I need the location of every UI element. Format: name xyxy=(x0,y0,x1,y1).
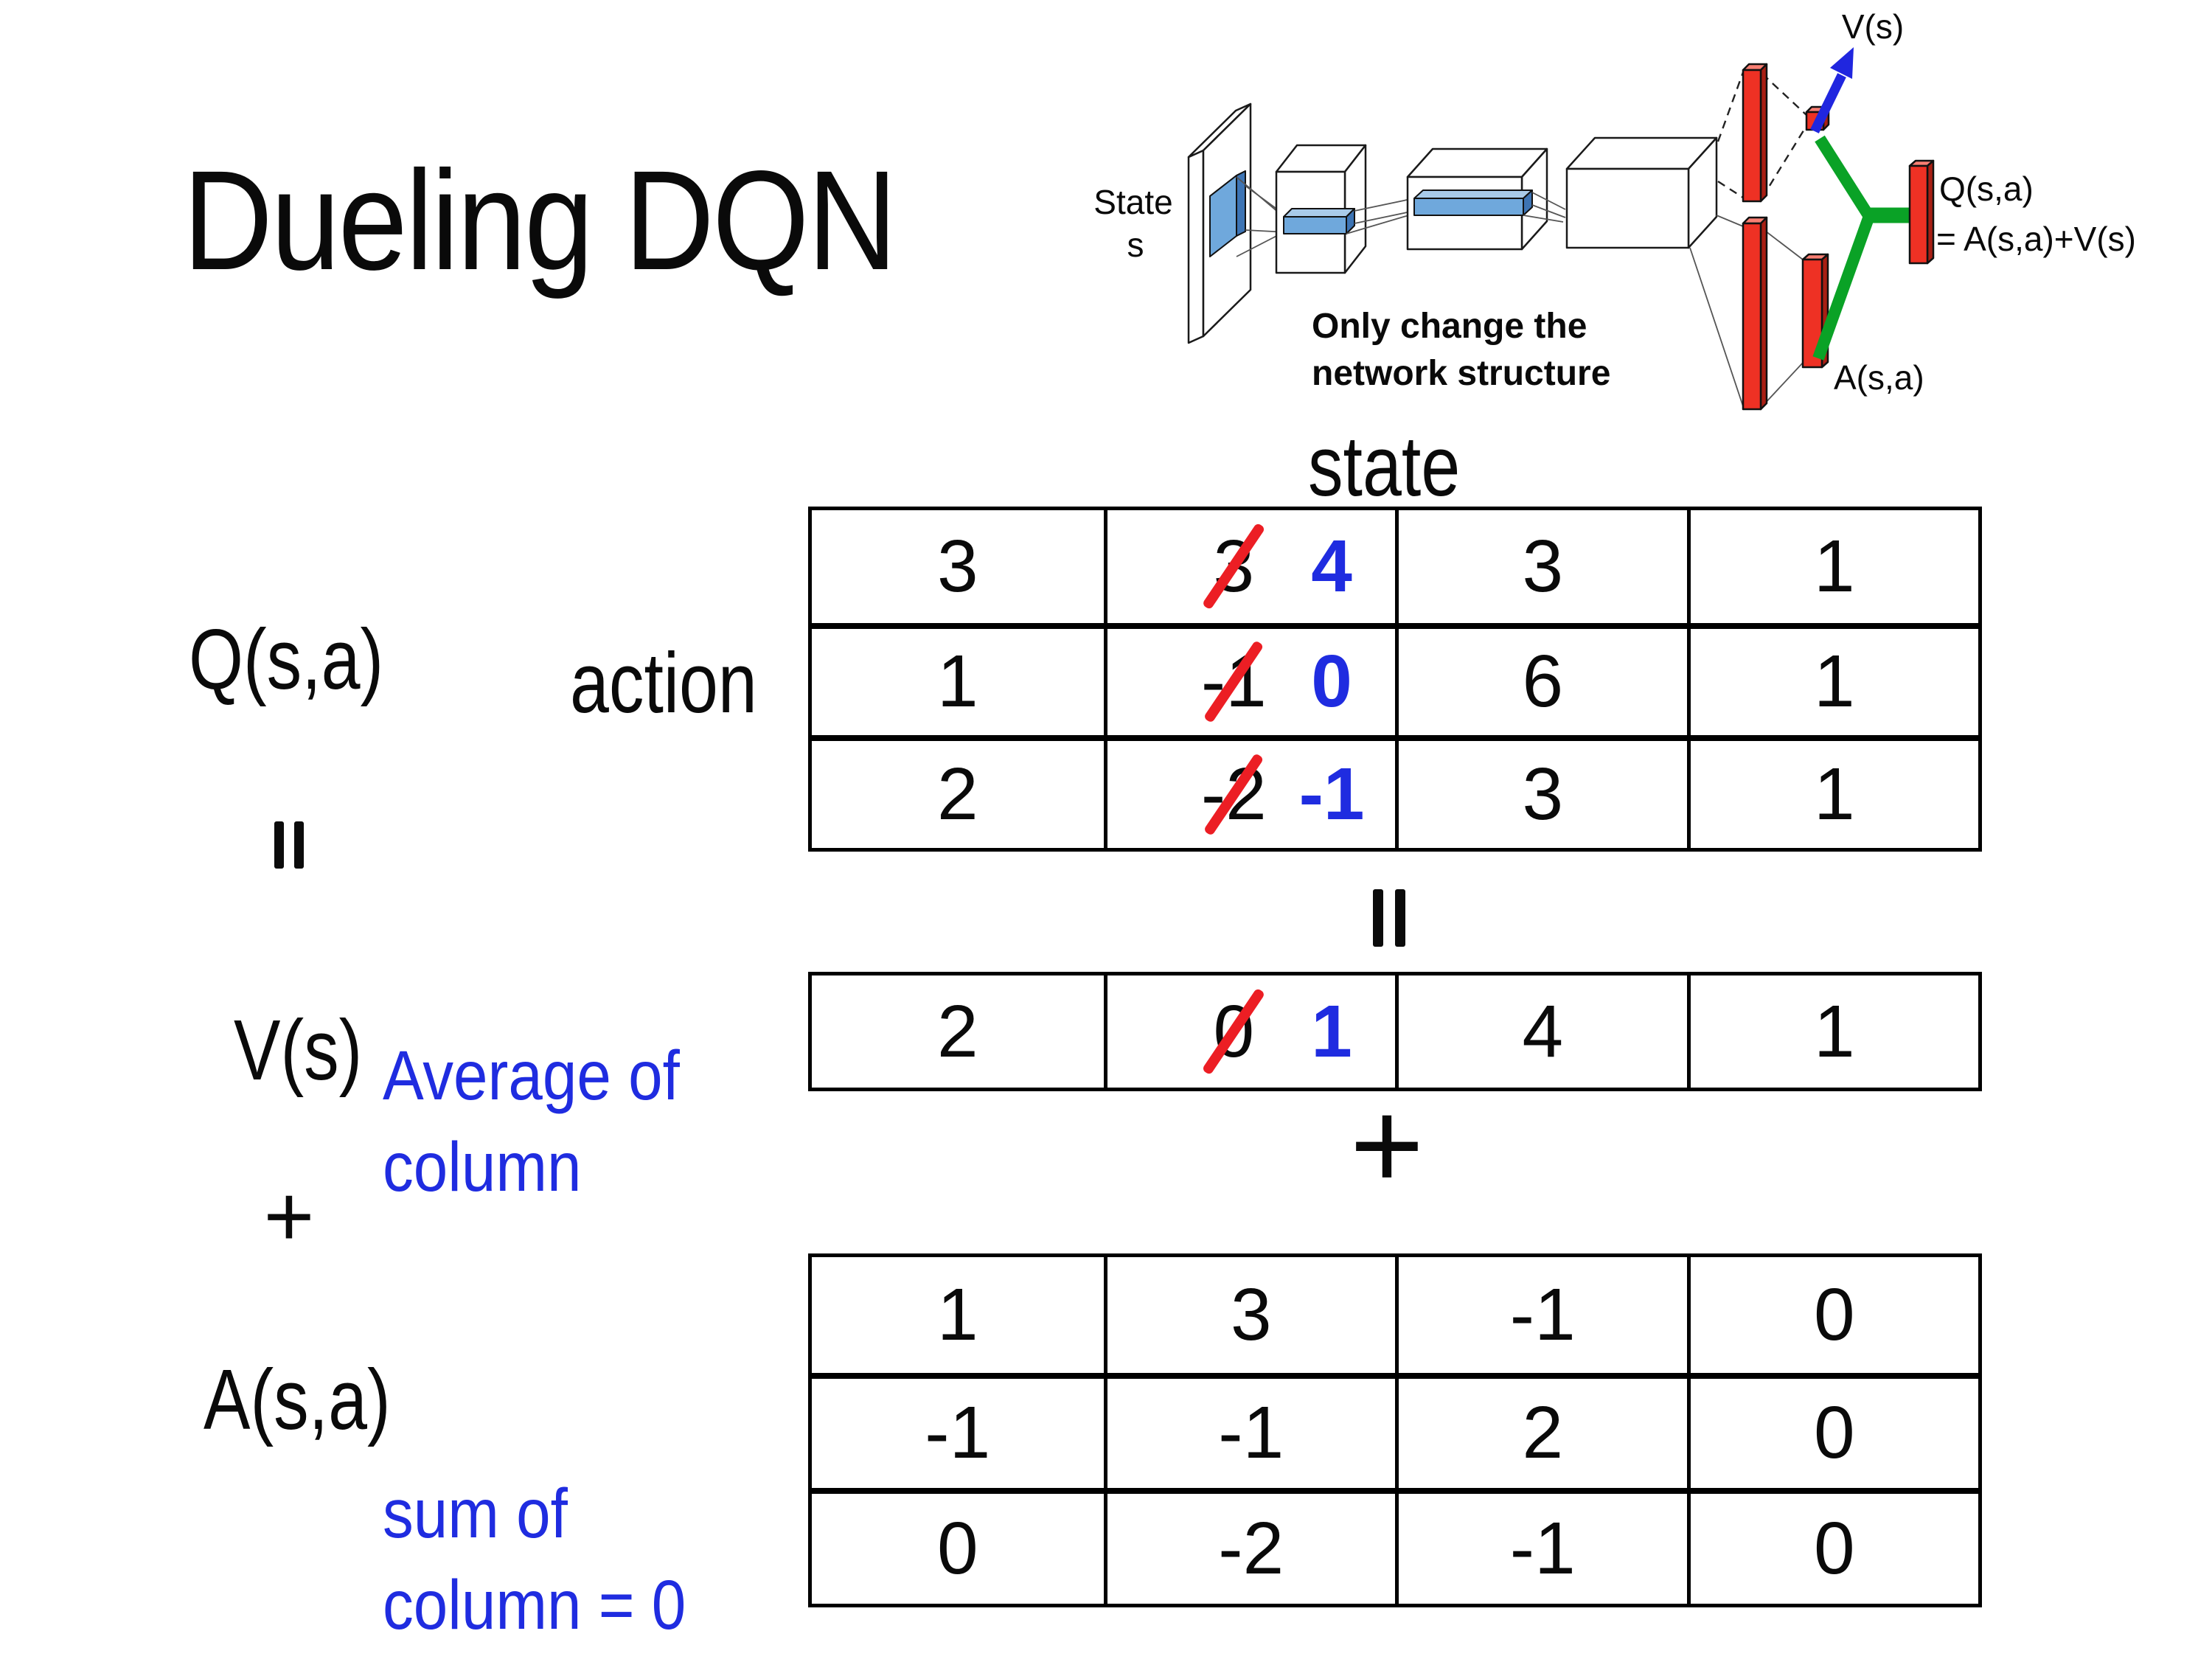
plus-sign-left: + xyxy=(263,1168,315,1265)
diagram-note-line1: Only change the xyxy=(1312,307,1587,346)
average-of-column-note: Average of column xyxy=(383,1031,680,1213)
a-matrix-label: A(s,a) xyxy=(204,1352,391,1447)
feature-map-1 xyxy=(1283,208,1355,234)
fc-bar-value xyxy=(1742,63,1768,203)
q-cell-struck: -2 -1 xyxy=(1103,735,1395,848)
q-cell: 1 xyxy=(1686,622,1978,736)
a-cell: 1 xyxy=(936,1273,978,1356)
conv-lines-3 xyxy=(1523,192,1566,223)
q-cell: 1 xyxy=(1686,510,1979,623)
plus-sign-center: + xyxy=(1349,1074,1425,1216)
sum-of-column-note: sum of column = 0 xyxy=(383,1469,686,1651)
q-cell-struck: -1 0 xyxy=(1103,622,1395,736)
q-cell: 3 xyxy=(1395,510,1687,623)
a-cell: 0 xyxy=(812,1488,1104,1604)
q-value-table: 3 3 4 3 1 1 -1 0 6 1 2 -2 -1 3 1 xyxy=(808,507,1982,852)
a-cell: 0 xyxy=(1686,1257,1979,1373)
diagram-s-label: s xyxy=(1127,226,1144,264)
average-note-line2: column xyxy=(383,1127,582,1206)
a-cell: -1 xyxy=(1395,1488,1687,1604)
equals-sign-rotated-center xyxy=(1373,889,1405,947)
q-cell: 1 xyxy=(1686,735,1978,848)
v-output-arrow xyxy=(1810,47,1854,133)
q-cell: 1 xyxy=(812,622,1104,736)
new-value: 0 xyxy=(1311,640,1352,723)
action-axis-label: action xyxy=(570,635,757,731)
diagram-note-line2: network structure xyxy=(1312,354,1610,393)
conv-patch xyxy=(1209,170,1246,257)
a-cell: 0 xyxy=(1686,1372,1978,1489)
q-cell: 3 xyxy=(1395,735,1687,848)
q-matrix-label: Q(s,a) xyxy=(189,611,384,707)
equals-sign-rotated-left xyxy=(274,821,304,869)
v-cell: 1 xyxy=(1686,975,1979,1088)
advantage-stream-links xyxy=(1689,215,1804,407)
a-cell: -1 xyxy=(1103,1372,1395,1489)
q-cell: 6 xyxy=(1395,622,1687,736)
dueling-network-diagram: State s xyxy=(1093,7,2136,411)
fc-bar-advantage xyxy=(1742,216,1768,411)
diagram-v-output-label: V(s) xyxy=(1842,7,1904,46)
diagram-state-label: State xyxy=(1093,183,1172,221)
page-title: Dueling DQN xyxy=(183,141,897,299)
v-cell: 4 xyxy=(1395,975,1687,1088)
diagram-q-formula-label: = A(s,a)+V(s) xyxy=(1936,220,2136,258)
q-cell: 2 xyxy=(812,735,1104,848)
diagram-q-output-label: Q(s,a) xyxy=(1939,170,2034,208)
sum-note-line1: sum of xyxy=(383,1475,568,1553)
value-stream-links xyxy=(1717,72,1807,199)
v-value-table: 2 0 1 4 1 xyxy=(808,972,1982,1091)
merge-y-connector xyxy=(1812,135,1910,361)
v-row-label: V(s) xyxy=(234,1002,363,1098)
a-cell: 2 xyxy=(1395,1372,1687,1489)
a-cell: 0 xyxy=(1686,1488,1978,1604)
a-cell: -1 xyxy=(1395,1257,1687,1373)
conv-lines-2 xyxy=(1346,198,1415,234)
q-output-bar xyxy=(1908,159,1935,265)
v-cell-struck: 0 1 xyxy=(1103,975,1396,1088)
sum-note-line2: column = 0 xyxy=(383,1565,686,1644)
state-axis-label: state xyxy=(1308,418,1461,514)
a-cell: -2 xyxy=(1103,1488,1395,1604)
new-value: -1 xyxy=(1298,753,1365,836)
new-value: 4 xyxy=(1311,524,1352,608)
a-cell: 3 xyxy=(1103,1257,1396,1373)
a-cell: -1 xyxy=(812,1372,1104,1489)
average-note-line1: Average of xyxy=(383,1037,680,1115)
diagram-a-output-label: A(s,a) xyxy=(1834,358,1924,397)
v-cell: 2 xyxy=(936,990,978,1073)
advantage-table: 1 3 -1 0 -1 -1 2 0 0 -2 -1 0 xyxy=(808,1253,1982,1607)
feature-map-2 xyxy=(1413,189,1533,216)
new-value: 1 xyxy=(1311,990,1352,1073)
q-cell: 3 xyxy=(936,524,978,608)
q-cell-struck: 3 4 xyxy=(1103,510,1396,623)
conv-cube-3 xyxy=(1565,136,1718,249)
